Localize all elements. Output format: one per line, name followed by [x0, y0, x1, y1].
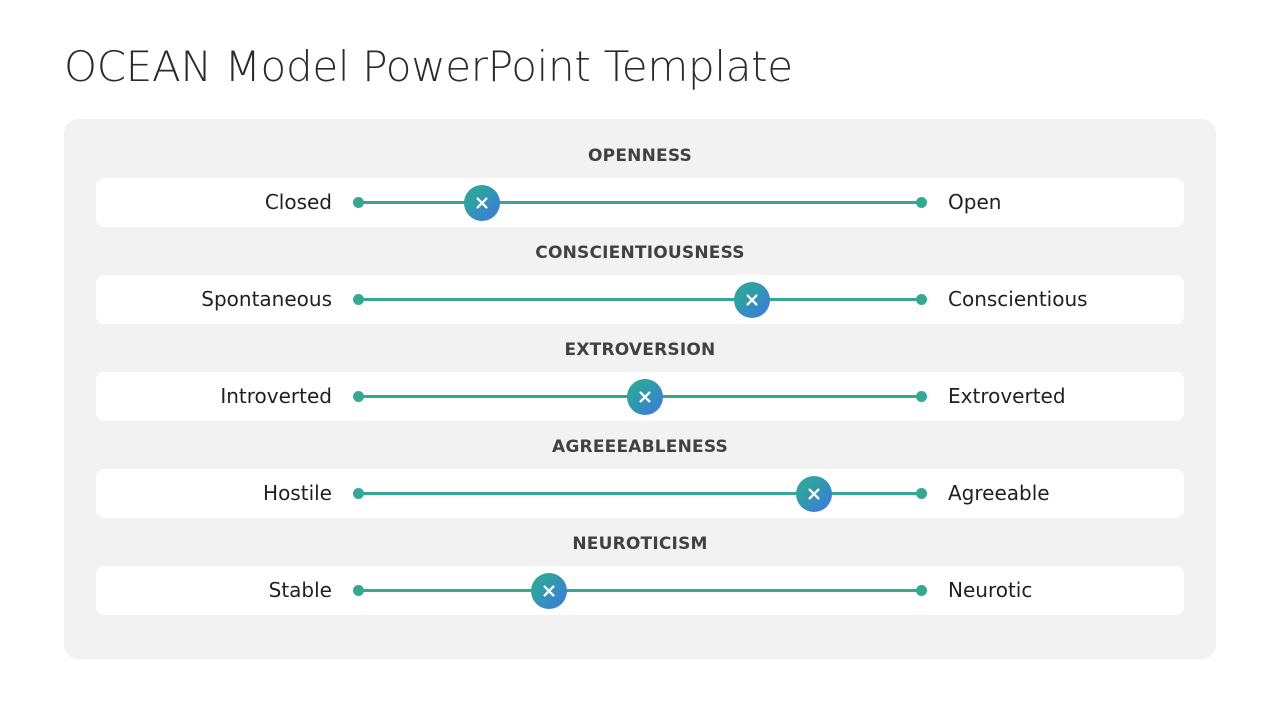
scale-track — [358, 298, 921, 301]
trait-scale-neuroticism[interactable] — [352, 566, 927, 615]
scale-endpoint-start-dot — [352, 391, 364, 402]
trait-right-label-openness: Open — [948, 190, 1002, 214]
scale-endpoint-end-dot — [915, 197, 927, 208]
scale-marker-extroversion[interactable] — [627, 378, 664, 415]
trait-scale-agreeableness[interactable] — [352, 469, 927, 518]
trait-scale-conscientiousness[interactable] — [352, 275, 927, 324]
scale-endpoint-end-dot — [915, 488, 927, 499]
scale-endpoint-end-dot — [915, 585, 927, 596]
scale-track — [358, 201, 921, 204]
scale-endpoint-start-dot — [352, 585, 364, 596]
scale-marker-conscientiousness[interactable] — [734, 281, 771, 318]
trait-scale-extroversion[interactable] — [352, 372, 927, 421]
trait-right-label-conscientiousness: Conscientious — [948, 287, 1088, 311]
trait-row-extroversion[interactable]: Introverted Extroverted — [96, 372, 1184, 421]
trait-block-openness: OPENNESS Closed Open — [96, 145, 1184, 227]
trait-header-extroversion: EXTROVERSION — [564, 340, 716, 360]
trait-header-agreeableness: AGREEEABLENESS — [552, 437, 728, 457]
trait-left-label-agreeableness: Hostile — [263, 481, 332, 505]
scale-marker-agreeableness[interactable] — [796, 475, 833, 512]
trait-left-label-conscientiousness: Spontaneous — [201, 287, 332, 311]
trait-header-openness: OPENNESS — [588, 146, 692, 166]
scale-endpoint-start-dot — [352, 488, 364, 499]
scale-endpoint-end-dot — [915, 294, 927, 305]
trait-left-label-neuroticism: Stable — [268, 578, 332, 602]
x-close-icon — [743, 291, 761, 309]
trait-right-label-neuroticism: Neurotic — [948, 578, 1033, 602]
trait-right-label-agreeableness: Agreeable — [948, 481, 1050, 505]
page-title: OCEAN Model PowerPoint Template — [64, 42, 793, 91]
trait-header-conscientiousness: CONSCIENTIOUSNESS — [535, 243, 745, 263]
trait-block-agreeableness: AGREEEABLENESS Hostile Agreeable — [96, 436, 1184, 518]
trait-right-label-extroversion: Extroverted — [948, 384, 1066, 408]
x-close-icon — [473, 194, 491, 212]
trait-block-conscientiousness: CONSCIENTIOUSNESS Spontaneous Conscienti… — [96, 242, 1184, 324]
scale-track — [358, 589, 921, 592]
trait-row-agreeableness[interactable]: Hostile Agreeable — [96, 469, 1184, 518]
trait-block-extroversion: EXTROVERSION Introverted Extroverted — [96, 339, 1184, 421]
scale-endpoint-start-dot — [352, 197, 364, 208]
x-close-icon — [540, 582, 558, 600]
trait-left-label-extroversion: Introverted — [220, 384, 332, 408]
scale-marker-neuroticism[interactable] — [531, 572, 568, 609]
trait-header-neuroticism: NEUROTICISM — [572, 534, 708, 554]
scale-marker-openness[interactable] — [463, 184, 500, 221]
trait-row-neuroticism[interactable]: Stable Neurotic — [96, 566, 1184, 615]
ocean-traits-panel: OPENNESS Closed Open — [64, 119, 1216, 659]
scale-track — [358, 492, 921, 495]
x-close-icon — [636, 388, 654, 406]
trait-row-conscientiousness[interactable]: Spontaneous Conscientious — [96, 275, 1184, 324]
trait-left-label-openness: Closed — [264, 190, 332, 214]
x-close-icon — [805, 485, 823, 503]
scale-endpoint-end-dot — [915, 391, 927, 402]
scale-endpoint-start-dot — [352, 294, 364, 305]
trait-scale-openness[interactable] — [352, 178, 927, 227]
trait-block-neuroticism: NEUROTICISM Stable Neurotic — [96, 533, 1184, 615]
trait-row-openness[interactable]: Closed Open — [96, 178, 1184, 227]
